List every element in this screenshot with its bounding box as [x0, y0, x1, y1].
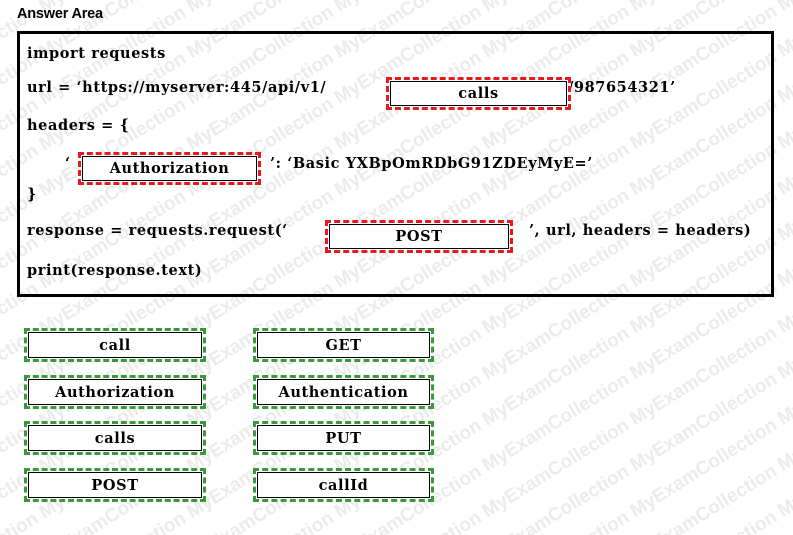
- answer-slot-header-key-label: Authorization: [109, 160, 230, 177]
- answer-slot-http-method-inner[interactable]: POST: [329, 224, 509, 249]
- page-title: Answer Area: [17, 6, 103, 22]
- option-put-inner[interactable]: PUT: [257, 425, 430, 451]
- option-call[interactable]: call: [24, 328, 206, 362]
- option-authentication-label: Authentication: [278, 383, 409, 401]
- option-calls-inner[interactable]: calls: [28, 425, 202, 451]
- line-import: import requests: [27, 45, 166, 62]
- option-get[interactable]: GET: [253, 328, 434, 362]
- answer-slot-header-key[interactable]: Authorization: [78, 152, 261, 185]
- option-callid-label: callId: [318, 476, 369, 494]
- line-resp-pre: response = requests.request(‘: [27, 222, 288, 239]
- option-put-label: PUT: [325, 429, 362, 447]
- line-headers: headers = {: [27, 117, 130, 134]
- option-post-label: POST: [91, 476, 139, 494]
- answer-code-panel: [17, 31, 774, 297]
- line-url-pre: url = ‘https://myserver:445/api/v1/: [27, 79, 327, 96]
- option-post-inner[interactable]: POST: [28, 472, 202, 498]
- option-put[interactable]: PUT: [253, 421, 434, 455]
- option-calls[interactable]: calls: [24, 421, 206, 455]
- answer-slot-url-segment-label: calls: [458, 85, 499, 102]
- line-url-post: /987654321’: [568, 79, 676, 96]
- line-print: print(response.text): [27, 262, 203, 279]
- option-post[interactable]: POST: [24, 468, 206, 502]
- option-get-inner[interactable]: GET: [257, 332, 430, 358]
- option-authorization[interactable]: Authorization: [24, 375, 206, 409]
- answer-slot-header-key-inner[interactable]: Authorization: [82, 156, 257, 181]
- answer-slot-http-method[interactable]: POST: [325, 220, 513, 253]
- option-get-label: GET: [325, 336, 362, 354]
- option-callid-inner[interactable]: callId: [257, 472, 430, 498]
- line-key-post: ’: ‘Basic YXBpOmRDbG91ZDEyMyE=’: [270, 155, 593, 172]
- option-calls-label: calls: [94, 429, 136, 447]
- option-call-label: call: [99, 336, 131, 354]
- line-resp-post: ’, url, headers = headers): [529, 222, 752, 239]
- option-authentication[interactable]: Authentication: [253, 375, 434, 409]
- watermark-text: MyExamCollection MyExamCollection MyExam…: [0, 0, 793, 19]
- option-callid[interactable]: callId: [253, 468, 434, 502]
- answer-slot-url-segment[interactable]: calls: [386, 77, 571, 110]
- option-authentication-inner[interactable]: Authentication: [257, 379, 430, 405]
- option-authorization-inner[interactable]: Authorization: [28, 379, 202, 405]
- line-brace: }: [27, 186, 37, 203]
- line-key-pre: ‘: [65, 155, 71, 172]
- option-call-inner[interactable]: call: [28, 332, 202, 358]
- answer-slot-http-method-label: POST: [395, 228, 443, 245]
- answer-slot-url-segment-inner[interactable]: calls: [390, 81, 567, 106]
- option-authorization-label: Authorization: [55, 383, 175, 401]
